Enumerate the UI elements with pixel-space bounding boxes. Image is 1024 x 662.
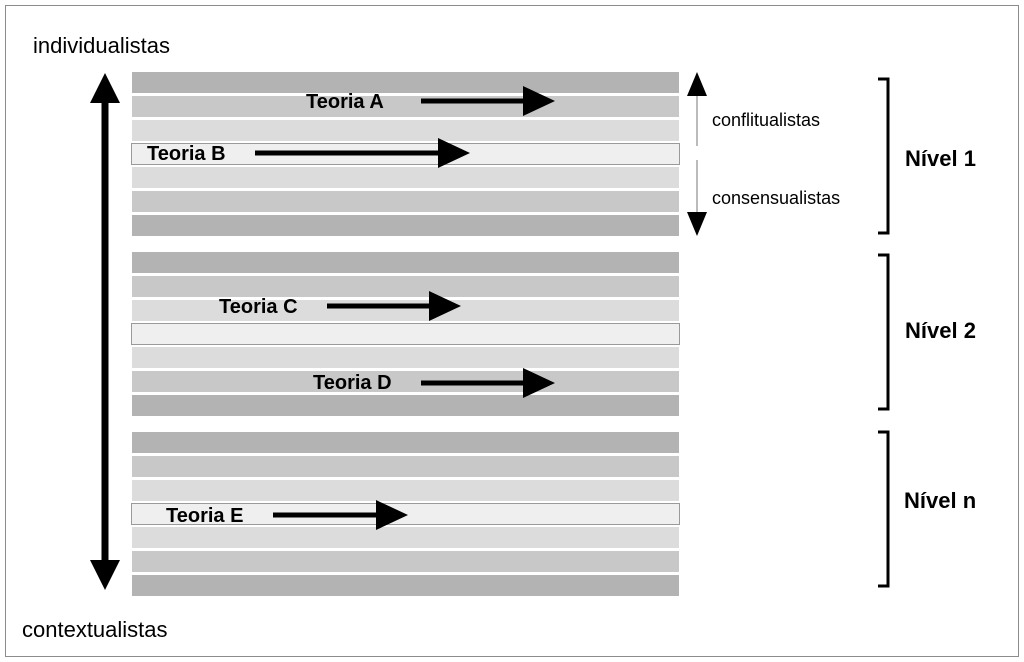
- band: [131, 190, 680, 213]
- band: [131, 95, 680, 118]
- band: [131, 275, 680, 298]
- theory-a-arrow-icon: [421, 86, 555, 116]
- theory-a-label: Teoria A: [306, 91, 384, 113]
- sub-axis-down-label: consensualistas: [712, 188, 840, 208]
- band: [131, 394, 680, 417]
- axis-top-label: individualistas: [33, 33, 170, 58]
- sub-axis-up-label: conflitualistas: [712, 110, 820, 130]
- theory-e-label: Teoria E: [166, 505, 243, 527]
- band: [131, 346, 680, 369]
- level-n-label: Nível n: [904, 488, 976, 513]
- right-bracket-icon: [878, 253, 890, 411]
- level-2-block: Teoria C Teoria D Nível 2: [131, 251, 976, 417]
- band: [131, 455, 680, 478]
- theory-b-arrow-icon: [255, 138, 470, 168]
- level-2-bands: [131, 251, 680, 417]
- band: [131, 251, 680, 274]
- sub-axis-arrow-icon: [687, 72, 707, 236]
- theory-c-arrow-icon: [327, 291, 461, 321]
- level-n-bands: [131, 431, 680, 597]
- band: [131, 526, 680, 549]
- band: [131, 431, 680, 454]
- right-bracket-icon: [878, 77, 890, 235]
- level-1-block: Teoria A Teoria B conflitualistas consen…: [131, 71, 976, 237]
- band: [131, 550, 680, 573]
- theory-e-arrow-icon: [273, 500, 408, 530]
- double-arrow-vertical-icon: [90, 73, 120, 590]
- band-center: [131, 323, 680, 345]
- axis-bottom-label: contextualistas: [22, 617, 168, 642]
- band: [131, 574, 680, 597]
- level-2-label: Nível 2: [905, 318, 976, 343]
- right-bracket-icon: [878, 430, 890, 588]
- band: [131, 71, 680, 94]
- band: [131, 370, 680, 393]
- theory-d-arrow-icon: [421, 368, 555, 398]
- level-n-block: Teoria E Nível n: [131, 430, 976, 597]
- theory-c-label: Teoria C: [219, 296, 298, 318]
- band: [131, 119, 680, 142]
- level-1-label: Nível 1: [905, 146, 976, 171]
- band: [131, 166, 680, 189]
- band: [131, 214, 680, 237]
- theory-d-label: Teoria D: [313, 372, 392, 394]
- band: [131, 299, 680, 322]
- theory-b-label: Teoria B: [147, 143, 226, 165]
- band: [131, 479, 680, 502]
